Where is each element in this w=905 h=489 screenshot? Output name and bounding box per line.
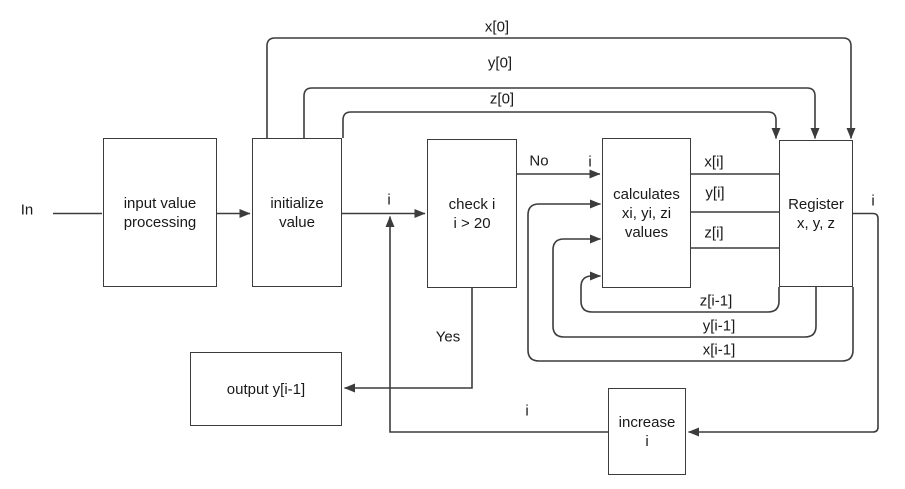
edge-label-xi-prev: x[i-1]: [702, 341, 736, 359]
edge-label-in: In: [20, 201, 34, 219]
node-input-value-processing: input value processing: [103, 138, 217, 287]
node-output-y-prev: output y[i-1]: [190, 352, 342, 426]
edge-i-increase-feedback: [385, 216, 608, 433]
node-increase-i-line2: i: [645, 432, 649, 450]
edge-label-zi-prev: z[i-1]: [699, 292, 733, 310]
edge-z0: [342, 111, 781, 139]
edge-label-y0: y[0]: [487, 54, 513, 72]
edge-label-i-to-check: i: [387, 191, 391, 209]
edge-xi-prev: [527, 199, 854, 362]
node-check-i-line1: check i: [448, 195, 496, 213]
edge-zi-prev: [580, 271, 780, 313]
node-register-xyz-line1: Register: [788, 195, 844, 213]
edge-label-zi: z[i]: [704, 224, 724, 242]
node-initialize-value-line1: initialize: [270, 194, 324, 212]
edge-x0: [266, 37, 856, 139]
edge-yi-prev: [552, 234, 817, 338]
node-calculates-values-line3: values: [624, 223, 669, 241]
edge-label-z0: z[0]: [489, 90, 515, 108]
node-input-value-processing-line2: processing: [123, 213, 197, 231]
edge-label-i-no: i: [588, 153, 592, 171]
node-register-xyz-line2: x, y, z: [796, 214, 836, 232]
edge-y0: [303, 87, 820, 139]
edge-i-register-to-increase: [688, 212, 879, 437]
edge-label-x0: x[0]: [484, 18, 510, 36]
edge-label-yi: y[i]: [705, 184, 725, 202]
node-increase-i: increase i: [608, 388, 686, 475]
node-input-value-processing-line1: input value: [123, 194, 197, 212]
node-initialize-value-line2: value: [279, 213, 315, 231]
node-calculates-values-line1: calculates: [613, 185, 680, 203]
node-check-i: check i i > 20: [427, 139, 517, 288]
edge-label-yes: Yes: [435, 328, 461, 346]
edge-label-yi-prev: y[i-1]: [702, 317, 736, 335]
edge-label-i-feedback: i: [525, 402, 529, 420]
edge-yes-check-to-output: [344, 288, 473, 393]
node-increase-i-line1: increase: [618, 413, 676, 431]
edge-label-no: No: [529, 152, 549, 170]
edge-label-i-out: i: [871, 192, 875, 210]
node-calculates-values-line2: xi, yi, zi: [621, 204, 672, 222]
node-calculates-values: calculates xi, yi, zi values: [602, 138, 691, 288]
node-check-i-line2: i > 20: [453, 214, 491, 232]
node-initialize-value: initialize value: [252, 138, 342, 287]
node-output-y-prev-line1: output y[i-1]: [226, 380, 306, 398]
edge-label-xi: x[i]: [704, 153, 724, 171]
node-register-xyz: Register x, y, z: [779, 140, 853, 287]
